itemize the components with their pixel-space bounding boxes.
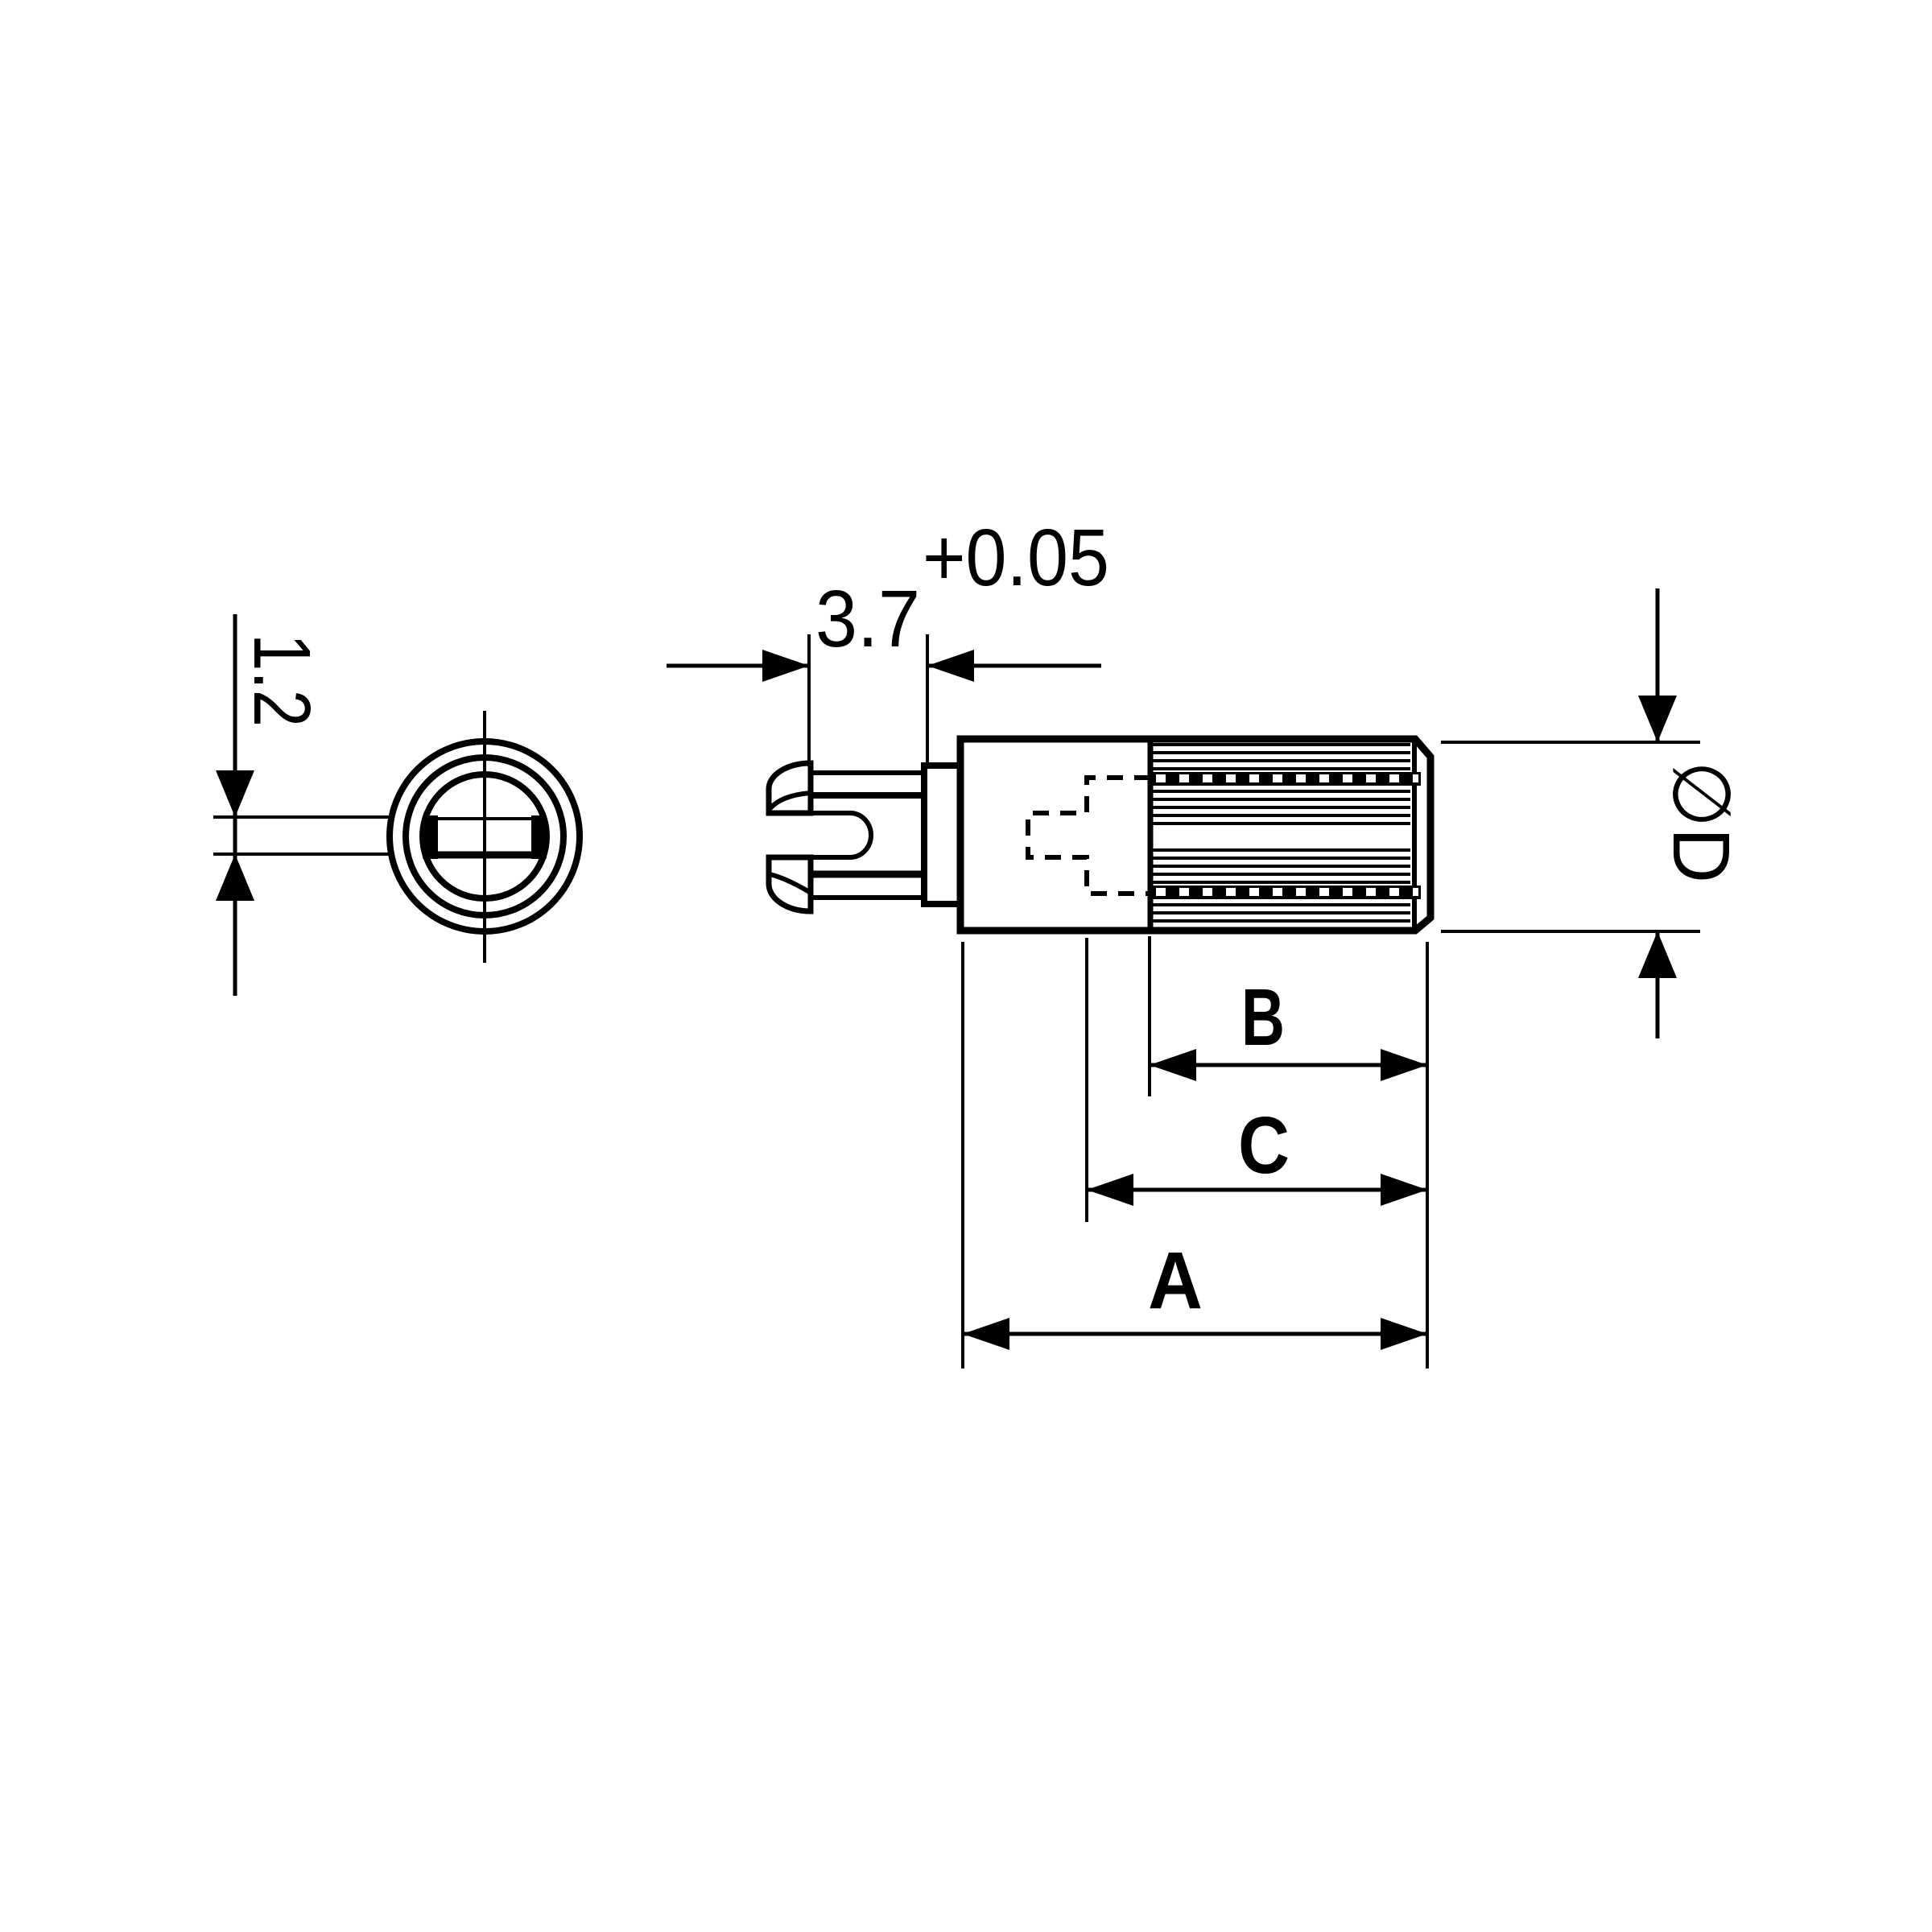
arrowhead-right <box>1381 1049 1427 1081</box>
arrowhead-down <box>1638 696 1677 742</box>
arrowhead-right <box>1381 1318 1427 1350</box>
tip-circle <box>419 771 550 902</box>
label-slot-width: 1.2 <box>237 634 327 727</box>
outer-diameter-circle <box>386 738 583 935</box>
arrowhead-left <box>1150 1049 1196 1081</box>
label-tip-length-tolerance: +0.05 <box>923 513 1109 603</box>
fork-slot-end-arc <box>849 811 873 860</box>
label-overall-length: A <box>1148 1236 1203 1326</box>
dimension-body-diameter: ∅D <box>1441 588 1746 1038</box>
arrowhead-up <box>1638 931 1677 978</box>
dimension-knurl-length: B <box>1148 936 1427 1096</box>
arrowhead-left <box>1087 1174 1133 1206</box>
dimension-overall-length: A <box>961 942 1429 1368</box>
knurl-stripes <box>1153 743 1410 923</box>
hidden-socket-outline <box>1026 775 1150 896</box>
dimension-tip-length: 3.7 +0.05 <box>667 513 1109 766</box>
label-body-diameter: ∅D <box>1656 761 1746 883</box>
arrowhead-down <box>216 770 254 817</box>
knurl-dashed-bands <box>1150 772 1421 899</box>
arrowhead-up <box>216 854 254 901</box>
slot-left-end <box>423 815 438 859</box>
lower-barb-fillet <box>769 872 812 895</box>
label-knurl-length: B <box>1241 972 1285 1063</box>
arrowhead-left <box>927 650 974 682</box>
collar <box>921 762 964 907</box>
arrowhead-left <box>963 1318 1009 1350</box>
dimension-slot-width: 1.2 <box>213 614 390 996</box>
label-socket-depth: C <box>1238 1100 1290 1191</box>
lower-barb <box>766 854 814 914</box>
label-tip-length: 3.7 <box>815 574 920 664</box>
arrowhead-right <box>1381 1174 1427 1206</box>
dimension-socket-depth: C <box>1085 938 1427 1222</box>
upper-barb-fillet <box>767 791 811 811</box>
front-view <box>386 711 583 963</box>
chamfer-circle <box>402 754 567 919</box>
arrowhead-right <box>762 650 809 682</box>
slot-right-end <box>531 815 546 859</box>
side-view <box>766 735 1435 935</box>
